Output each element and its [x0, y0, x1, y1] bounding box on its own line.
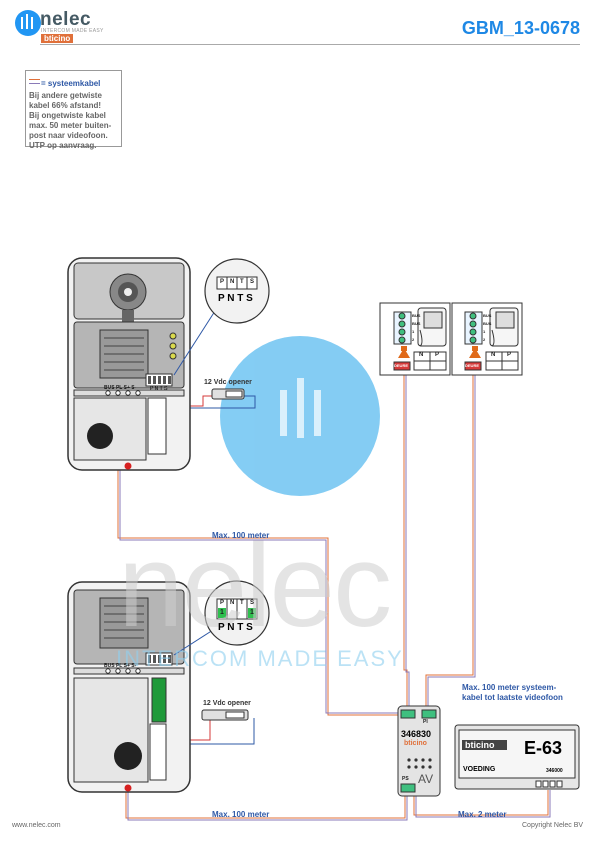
- cable-swatch: [29, 79, 40, 85]
- nelec-logo-icon: [15, 10, 41, 36]
- power-part: 346000: [546, 768, 563, 774]
- monitor1-label: DEURE: [394, 363, 409, 368]
- top-door-opener: [211, 388, 245, 400]
- zoom-top-t: T: [240, 279, 244, 285]
- panel-bus-terminals-bottom: BUS PL S+ S-: [104, 663, 137, 669]
- monitor1-term-bus2: BUS: [412, 321, 421, 326]
- interface-brand: bticino: [404, 740, 427, 747]
- legend-line: max. 50 meter buiten-: [29, 121, 112, 130]
- watermark-logo-icon: [220, 336, 380, 496]
- system-cable-note-1: Max. 100 meter systeem-: [462, 683, 557, 692]
- legend-line: Bij andere getwiste: [29, 91, 102, 100]
- distance-label-top: Max. 100 meter: [212, 531, 270, 540]
- opener-label-top: 12 Vdc opener: [204, 379, 252, 386]
- power-model: E-63: [524, 738, 563, 758]
- monitor1-term-1: 1: [412, 329, 415, 334]
- brand-tagline: INTERCOM MADE EASY: [41, 28, 104, 34]
- top-entrance-panel: [67, 257, 191, 471]
- footer-copyright: Copyright Nelec BV: [522, 822, 584, 829]
- interface-ports: PI: [423, 719, 428, 725]
- zoom-bottom-t: T: [240, 600, 244, 606]
- video-monitor-1: [379, 302, 451, 376]
- monitor1-term-2: 2: [412, 337, 415, 342]
- panel-bus-terminals-top: BUS PL S+ S-: [104, 385, 137, 391]
- interface-model: 346830: [401, 729, 432, 739]
- watermark-tagline: INTERCOM MADE EASY: [116, 646, 404, 671]
- bottom-door-opener: [201, 709, 249, 721]
- interface-ps: PS: [402, 776, 409, 782]
- power-name: VOEDING: [463, 766, 496, 773]
- header-divider: [40, 44, 580, 45]
- legend-title: = systeemkabel: [41, 79, 101, 88]
- distance-label-bottom: Max. 100 meter: [212, 810, 270, 819]
- system-cable-note-2: kabel tot laatste videofoon: [462, 693, 563, 702]
- power-supply: [454, 724, 580, 790]
- zoom-bottom-s: S: [250, 600, 255, 606]
- zoom-top-n: N: [230, 279, 235, 285]
- panel-pnts-terminals-top: P N T S: [150, 386, 168, 392]
- top-terminal-zoom: [173, 258, 270, 376]
- power-brand: bticino: [465, 740, 495, 750]
- interface-module: [397, 705, 441, 797]
- distance-label-power: Max. 2 meter: [458, 810, 507, 819]
- monitor1-conn-p: P: [435, 352, 440, 358]
- monitor1-conn-n: N: [419, 352, 424, 358]
- monitor2-term-1: 1: [483, 329, 486, 334]
- opener-label-bottom: 12 Vdc opener: [203, 700, 251, 707]
- monitor2-conn-p: P: [507, 352, 512, 358]
- monitor2-term-bus1: BUS: [483, 313, 492, 318]
- legend-line: kabel 66% afstand!: [29, 101, 102, 110]
- bottom-entrance-panel: [67, 581, 191, 793]
- document-id: GBM_13-0678: [461, 18, 580, 38]
- zoom-bottom-n: N: [230, 600, 235, 606]
- bottom-terminal-zoom: [173, 580, 270, 656]
- zoom-top-s: S: [250, 279, 255, 285]
- zoom-bottom-p: P: [220, 600, 225, 606]
- monitor2-term-bus2: BUS: [483, 321, 492, 326]
- monitor2-conn-n: N: [491, 352, 496, 358]
- footer-website: www.nelec.com: [12, 822, 61, 829]
- watermark-name: nelec: [118, 520, 392, 652]
- zoom-bottom-footer: P N T S: [218, 622, 253, 633]
- legend-line: UTP op aanvraag.: [29, 141, 97, 150]
- legend-line: post naar videofoon.: [29, 131, 108, 140]
- monitor1-term-bus1: BUS: [412, 313, 421, 318]
- interface-av: AV: [418, 772, 434, 786]
- monitor2-term-2: 2: [483, 337, 486, 342]
- zoom-bottom-mark-1: 1: [220, 609, 224, 616]
- legend-line: Bij ongetwiste kabel: [29, 111, 106, 120]
- cable-legend: = systeemkabel Bij andere getwiste kabel…: [25, 70, 122, 150]
- zoom-top-footer: P N T S: [218, 293, 253, 304]
- partner-brand: bticino: [41, 34, 74, 43]
- zoom-top-p: P: [220, 279, 225, 285]
- brand-name: nelec: [40, 9, 92, 30]
- video-monitor-2: [451, 302, 523, 376]
- zoom-bottom-mark-2: 1: [250, 609, 254, 616]
- monitor2-label: DEURE: [465, 363, 480, 368]
